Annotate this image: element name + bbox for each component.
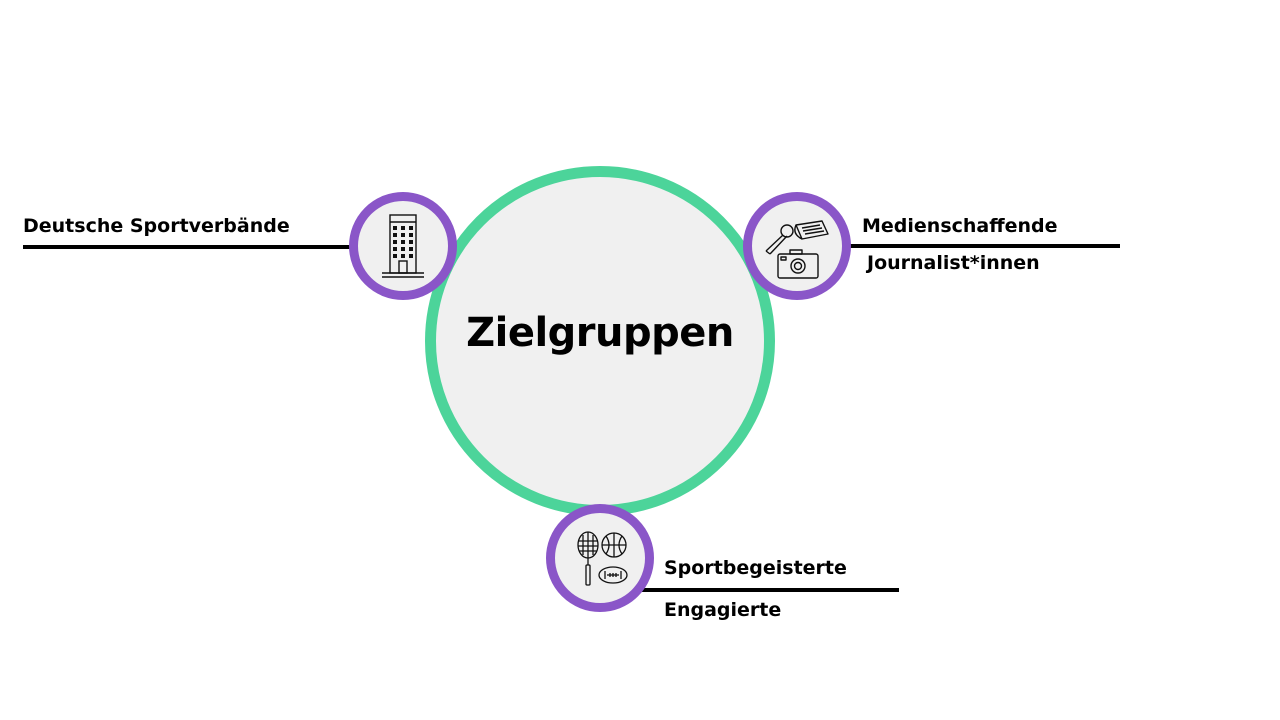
label-journalistinnen: Journalist*innen	[867, 252, 1040, 274]
node-sportbegeisterte	[546, 504, 654, 612]
node-medien	[743, 192, 851, 300]
node-sportverbaende	[349, 192, 457, 300]
label-sportbegeisterte: Sportbegeisterte	[664, 557, 847, 579]
center-title: Zielgruppen	[466, 310, 734, 356]
label-medienschaffende: Medienschaffende	[862, 215, 1058, 237]
press-media-icon	[765, 220, 829, 279]
label-engagierte: Engagierte	[664, 599, 782, 621]
sports-equipment-icon	[577, 531, 628, 586]
office-building-icon	[382, 214, 424, 278]
connector-line-sportbegeisterte	[640, 588, 899, 592]
connector-line-medien	[830, 244, 1120, 248]
connector-line-sportverbaende	[23, 245, 363, 249]
center-circle	[425, 166, 775, 516]
label-deutsche-sportverbaende: Deutsche Sportverbände	[23, 215, 290, 237]
